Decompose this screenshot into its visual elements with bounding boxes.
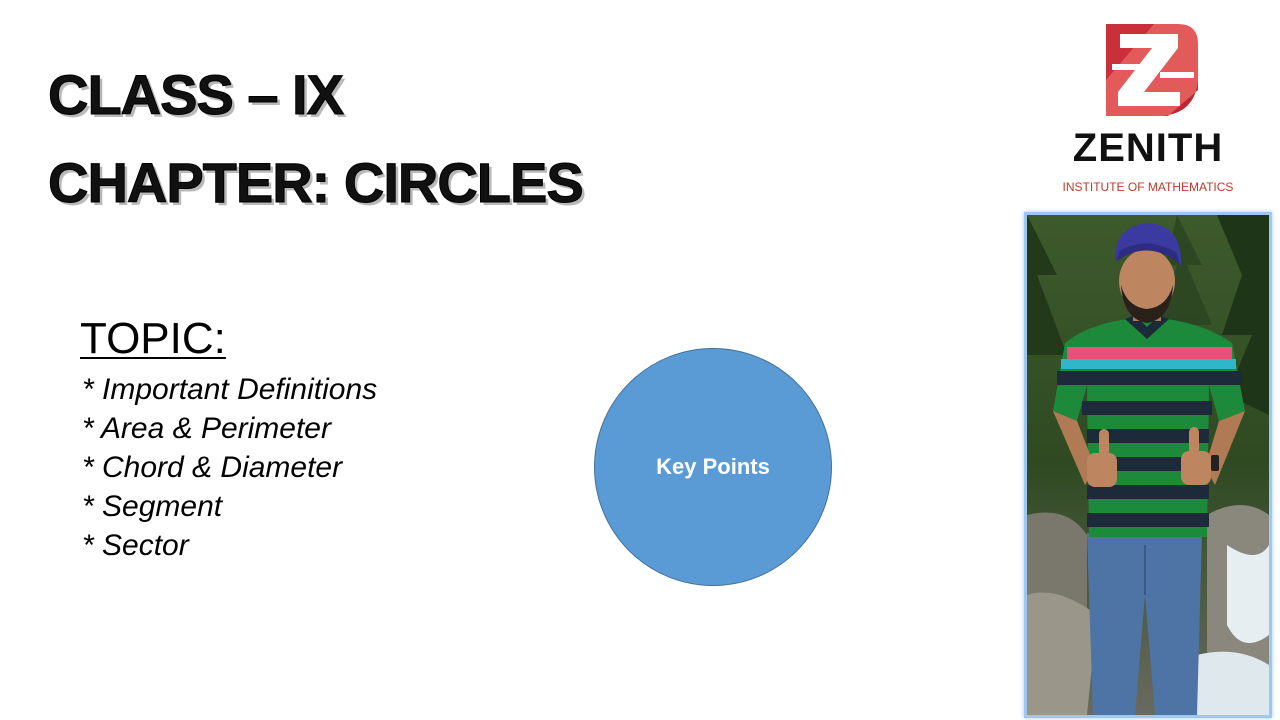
topic-item: * Segment <box>82 490 223 523</box>
topic-heading: TOPIC: <box>80 314 226 363</box>
logo-name: ZENITH <box>1072 126 1224 170</box>
logo-subtitle: INSTITUTE OF MATHEMATICS <box>1062 180 1234 194</box>
zenith-z-logo-icon <box>1106 24 1198 116</box>
slide-title-chapter: CHAPTER: CIRCLES <box>48 151 585 215</box>
zenith-logo: ZENITH INSTITUTE OF MATHEMATICS <box>1040 18 1260 203</box>
topic-item: * Chord & Diameter <box>82 451 343 484</box>
slide-title-class: CLASS – IX <box>48 63 345 127</box>
topic-item: * Area & Perimeter <box>82 412 331 445</box>
instructor-photo <box>1024 212 1272 718</box>
instructor-photo-illustration <box>1027 215 1269 715</box>
key-points-label: Key Points <box>656 454 770 479</box>
key-points-circle[interactable]: Key Points <box>594 348 832 586</box>
topic-item: * Important Definitions <box>82 373 378 406</box>
topic-item: * Sector <box>82 529 189 562</box>
topic-list: * Important Definitions * Area & Perimet… <box>82 370 377 565</box>
